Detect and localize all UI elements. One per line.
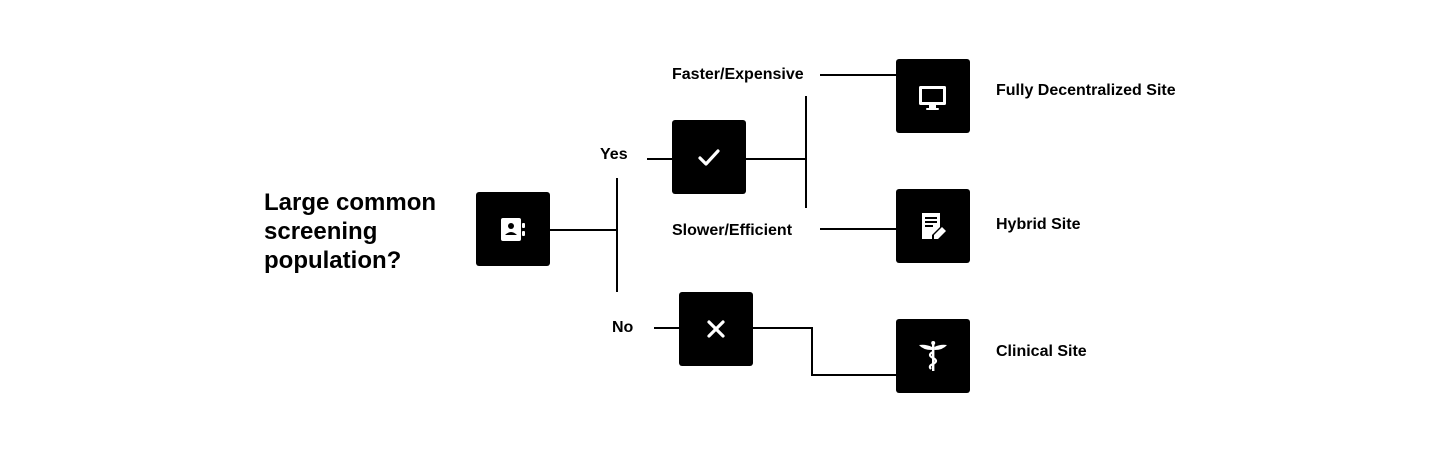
start-node bbox=[476, 192, 550, 266]
clinical-label: Clinical Site bbox=[996, 343, 1087, 360]
document-edit-icon bbox=[922, 213, 946, 239]
no-label: No bbox=[612, 319, 634, 336]
contact-book-icon bbox=[501, 218, 525, 241]
yes-node bbox=[672, 120, 746, 194]
yes-label: Yes bbox=[600, 146, 628, 163]
question-line-2: screening bbox=[264, 218, 378, 245]
fully-decentralized-node bbox=[896, 59, 970, 133]
no-node bbox=[679, 292, 753, 366]
faster-expensive-label: Faster/Expensive bbox=[672, 66, 804, 83]
caduceus-icon bbox=[919, 341, 947, 371]
fully-decentralized-label: Fully Decentralized Site bbox=[996, 82, 1176, 99]
clinical-node bbox=[896, 319, 970, 393]
slower-efficient-label: Slower/Efficient bbox=[672, 222, 793, 239]
hybrid-label: Hybrid Site bbox=[996, 216, 1081, 233]
checkmark-icon bbox=[698, 149, 720, 166]
hybrid-node bbox=[896, 189, 970, 263]
question-line-3: population? bbox=[264, 247, 402, 274]
monitor-icon bbox=[919, 86, 946, 110]
question-line-1: Large common bbox=[264, 189, 437, 216]
decision-question: Large common screening population? bbox=[264, 188, 464, 275]
close-x-icon bbox=[707, 320, 725, 338]
